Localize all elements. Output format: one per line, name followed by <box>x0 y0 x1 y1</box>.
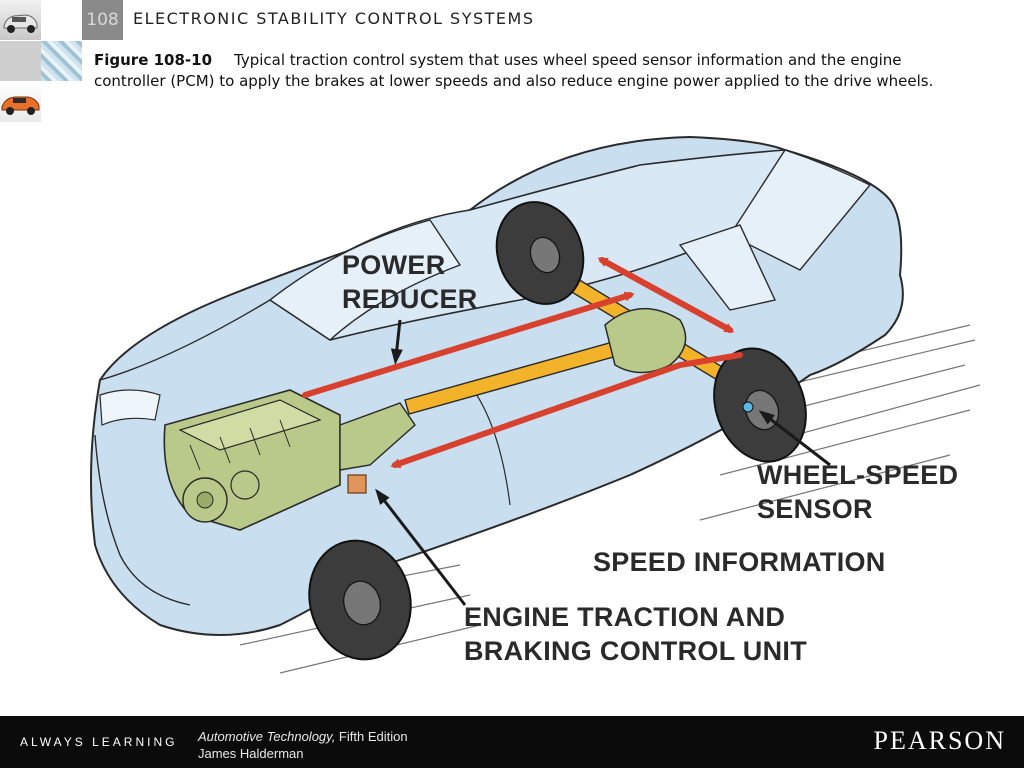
rear-window <box>728 149 872 271</box>
label-control-unit-line1: ENGINE TRACTION AND <box>464 602 786 632</box>
chapter-number-box: 108 <box>82 0 123 40</box>
headlight <box>99 389 161 426</box>
label-wheel-speed-line1: WHEEL-SPEED <box>757 460 959 490</box>
signal-arrows <box>302 257 743 469</box>
windshield <box>268 219 462 341</box>
label-control-unit: ENGINE TRACTION AND BRAKING CONTROL UNIT <box>464 600 807 668</box>
chapter-title: ELECTRONIC STABILITY CONTROL SYSTEMS <box>133 9 535 28</box>
figure-caption-text: Typical traction control system that use… <box>94 51 934 90</box>
footer-bar: ALWAYS LEARNING Automotive Technology, F… <box>0 716 1024 768</box>
book-author: James Halderman <box>198 746 304 761</box>
front-bumper <box>94 434 191 606</box>
control-unit <box>347 474 367 494</box>
label-power-reducer-line2: REDUCER <box>342 284 478 314</box>
car-thumbnail-orange <box>0 82 41 122</box>
label-power-reducer-line1: POWER <box>342 250 446 280</box>
blank-thumbnail <box>0 41 41 81</box>
car-thumbnail-silver <box>0 0 41 40</box>
label-wheel-speed-line2: SENSOR <box>757 494 873 524</box>
footer-book-info: Automotive Technology, Fifth Edition Jam… <box>198 728 408 762</box>
callout-arrows <box>375 319 831 606</box>
slide-thumbnails <box>0 0 41 122</box>
engine-block <box>163 389 416 531</box>
decorative-pattern-thumbnail <box>41 41 82 81</box>
chapter-number: 108 <box>86 10 119 30</box>
rear-left-wheel <box>495 201 585 305</box>
figure-label: Figure 108-10 <box>94 51 213 69</box>
car-illustration <box>90 135 981 674</box>
front-right-wheel <box>308 539 412 661</box>
label-control-unit-line2: BRAKING CONTROL UNIT <box>464 636 807 666</box>
traction-control-diagram: POWER REDUCER WHEEL-SPEED SENSOR SPEED I… <box>40 125 990 715</box>
differential <box>604 308 687 374</box>
book-edition: Fifth Edition <box>335 729 408 744</box>
label-speed-information: SPEED INFORMATION <box>593 547 886 577</box>
book-title: Automotive Technology, <box>198 729 336 744</box>
side-window <box>678 224 777 311</box>
footer-tagline: ALWAYS LEARNING <box>20 735 178 749</box>
label-power-reducer: POWER REDUCER <box>342 248 478 316</box>
label-wheel-speed-sensor: WHEEL-SPEED SENSOR <box>757 458 958 526</box>
hood-line <box>99 299 271 381</box>
pearson-logo: PEARSON <box>873 726 1006 755</box>
